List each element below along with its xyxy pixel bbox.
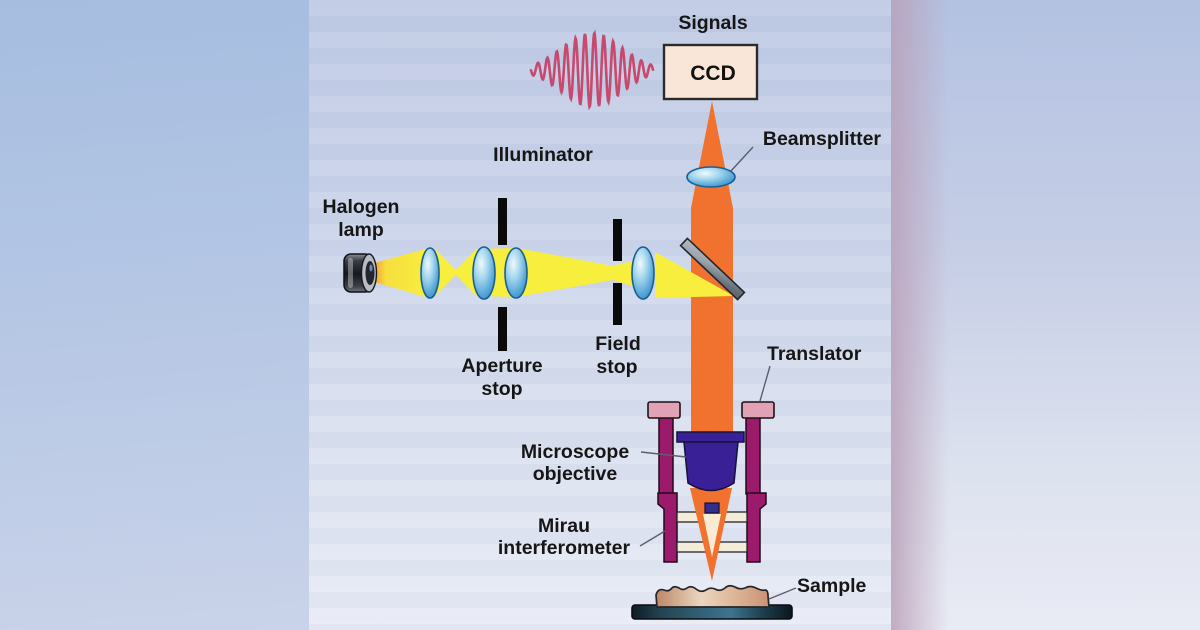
- sample-label: Sample: [797, 575, 867, 597]
- aperture-stop-bars: [498, 198, 507, 351]
- signal-wave-icon: [529, 29, 655, 111]
- objective-mount-bar: [676, 431, 745, 443]
- mirau-interferometer-label-line2: interferometer: [498, 537, 631, 559]
- condenser-lens1-icon: [472, 246, 496, 300]
- beam-lens4-to-beamsplitter: [655, 252, 734, 298]
- relay-lens-icon: [631, 246, 655, 300]
- microscope-objective-label-line1: Microscope: [521, 441, 630, 463]
- background-left-band: [0, 0, 309, 630]
- pointer-line-sample: [768, 587, 797, 600]
- beamsplitter-label: Beamsplitter: [763, 128, 882, 150]
- background-right-band: [891, 0, 1200, 630]
- microscope-objective-body: [683, 441, 739, 492]
- microscope-objective-label-line2: objective: [533, 463, 618, 485]
- pointer-line-translator: [759, 365, 771, 402]
- translator-cap-left: [647, 401, 681, 419]
- halogen-lamp-label-line2: lamp: [338, 219, 384, 241]
- field-stop-top-bar: [613, 219, 622, 261]
- lens-group: [420, 166, 736, 300]
- pointer-line-objective: [640, 451, 687, 458]
- signals-label: Signals: [678, 12, 748, 34]
- beam-lens3-to-fieldstop: [517, 248, 613, 297]
- aperture-stop-label-line1: Aperture: [461, 355, 542, 377]
- sample-blob: [655, 584, 770, 608]
- field-stop-bars: [613, 219, 622, 325]
- aperture-stop-top-bar: [498, 198, 507, 245]
- halogen-lamp-label-line1: Halogen: [323, 196, 400, 218]
- beam-lens1-to-focus: [436, 250, 456, 295]
- condenser-lens2-icon: [504, 247, 528, 299]
- ccd-box: [662, 43, 759, 101]
- halogen-lamp-icon: [343, 253, 378, 293]
- aperture-stop-label-line2: stop: [481, 378, 522, 400]
- translator-caps: [647, 401, 775, 419]
- field-stop-bottom-bar: [613, 283, 622, 325]
- microscope-objective-icon: [676, 431, 745, 492]
- mirau-interferometer-label-line1: Mirau: [538, 515, 590, 537]
- pointer-line-mirau: [639, 530, 666, 547]
- mirau-housing-right: [746, 492, 767, 563]
- pointer-line-beamsplitter: [730, 146, 754, 172]
- translator-cap-right: [741, 401, 775, 419]
- mirau-reference-mirror: [704, 502, 720, 514]
- translator-leg-right: [745, 416, 761, 495]
- field-stop-label-line1: Field: [595, 333, 641, 355]
- reference-beam-core: [703, 514, 721, 557]
- field-stop-label-line2: stop: [596, 356, 637, 378]
- collector-lens-icon: [420, 247, 440, 299]
- mirau-housing-left: [657, 492, 678, 563]
- translator-assembly: [647, 401, 775, 581]
- translator-label: Translator: [767, 343, 862, 365]
- beam-focus-to-lens2: [456, 249, 476, 296]
- beamsplitter-plate: [679, 237, 746, 301]
- ccd-label: CCD: [690, 62, 736, 85]
- illuminator-label: Illuminator: [493, 144, 593, 166]
- aperture-stop-bottom-bar: [498, 307, 507, 351]
- beam-lamp-to-lens1: [374, 248, 429, 298]
- beamsplitter-lens-icon: [686, 166, 736, 188]
